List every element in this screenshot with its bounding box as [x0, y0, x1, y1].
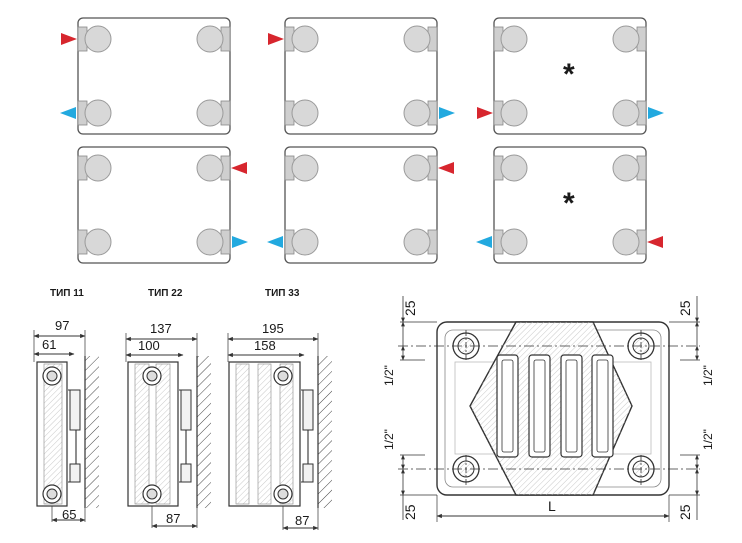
bottom-dim-33: 87 — [295, 513, 309, 528]
nipple-circle — [84, 154, 112, 182]
nipple-circle — [403, 25, 431, 53]
nipple-circle — [84, 99, 112, 127]
nipple-circle — [403, 228, 431, 256]
inner-width-22: 100 — [138, 338, 160, 353]
supply-arrow — [61, 33, 77, 45]
nipple-circle — [291, 99, 319, 127]
nipple-circle — [612, 154, 640, 182]
return-arrow — [232, 236, 248, 248]
scheme-panel: * — [476, 146, 663, 264]
supply-arrow — [268, 33, 284, 45]
return-arrow — [60, 107, 76, 119]
supply-arrow — [438, 162, 454, 174]
type-label-22: ТИП 22 — [148, 288, 183, 299]
profile-type-33: ТИП 33 195 158 87 — [227, 288, 332, 531]
outer-width-33: 195 — [262, 321, 284, 336]
supply-arrow — [647, 236, 663, 248]
outer-width-22: 137 — [150, 321, 172, 336]
nipple-circle — [196, 154, 224, 182]
dim-thread-lower-right: 1/2" — [701, 429, 715, 450]
return-arrow — [648, 107, 664, 119]
scheme-panel — [77, 146, 248, 264]
dim-thread-upper-right: 1/2" — [701, 365, 715, 386]
nipple-circle — [500, 228, 528, 256]
dim-thread-upper-left: 1/2" — [382, 365, 396, 386]
asterisk-mark: * — [563, 58, 575, 91]
nipple-circle — [196, 25, 224, 53]
length-label: L — [548, 498, 556, 514]
nipple-circle — [500, 154, 528, 182]
type-label-11: ТИП 11 — [50, 288, 84, 299]
inner-width-11: 61 — [42, 337, 56, 352]
nipple-circle — [291, 25, 319, 53]
nipple-circle — [500, 25, 528, 53]
connection-schemes: ** — [60, 17, 664, 264]
nipple-circle — [403, 99, 431, 127]
type-label-33: ТИП 33 — [265, 288, 300, 299]
return-arrow — [267, 236, 283, 248]
nipple-circle — [291, 228, 319, 256]
bottom-dim-11: 65 — [62, 507, 76, 522]
nipple-circle — [612, 228, 640, 256]
nipple-circle — [196, 99, 224, 127]
return-arrow — [439, 107, 455, 119]
inner-width-33: 158 — [254, 338, 276, 353]
bottom-dim-22: 87 — [166, 511, 180, 526]
front-view-dimensions: 25 1/2" 1/2" 25 25 1/2" 1/2" 25 L — [382, 296, 715, 522]
outer-width-11: 97 — [55, 318, 69, 333]
dim-top-left-25: 25 — [402, 300, 418, 316]
dim-bottom-left-25: 25 — [402, 504, 418, 520]
scheme-panel — [267, 146, 454, 264]
scheme-panel — [60, 17, 231, 135]
side-profiles: ТИП 11 97 61 65 ТИП 22 137 — [33, 288, 332, 531]
supply-arrow — [477, 107, 493, 119]
scheme-panel — [268, 17, 455, 135]
asterisk-mark: * — [563, 187, 575, 220]
supply-arrow — [231, 162, 247, 174]
nipple-circle — [500, 99, 528, 127]
nipple-circle — [84, 25, 112, 53]
profile-type-22: ТИП 22 137 100 87 — [125, 288, 211, 529]
nipple-circle — [403, 154, 431, 182]
dim-thread-lower-left: 1/2" — [382, 429, 396, 450]
dim-bottom-right-25: 25 — [677, 504, 693, 520]
nipple-circle — [612, 99, 640, 127]
return-arrow — [476, 236, 492, 248]
dim-top-right-25: 25 — [677, 300, 693, 316]
nipple-circle — [84, 228, 112, 256]
nipple-circle — [196, 228, 224, 256]
profile-type-11: ТИП 11 97 61 65 — [33, 288, 99, 523]
nipple-circle — [612, 25, 640, 53]
scheme-panel: * — [477, 17, 664, 135]
nipple-circle — [291, 154, 319, 182]
